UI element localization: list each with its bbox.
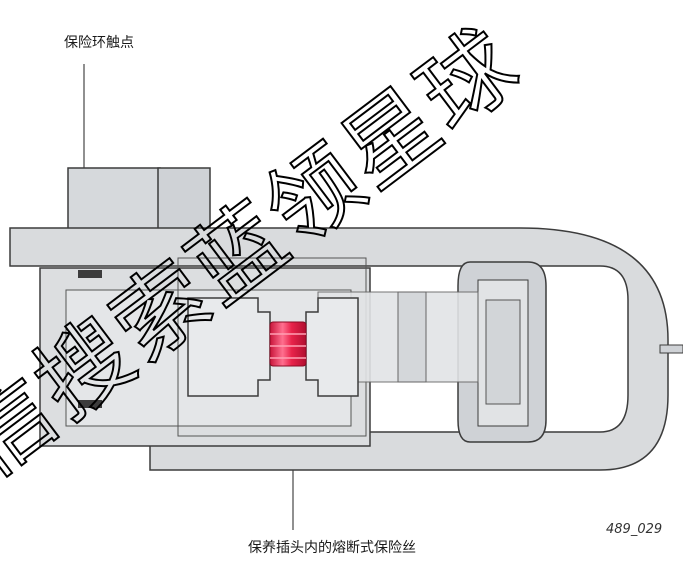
fuse-element [269,321,307,367]
figure-number: 489_029 [606,522,663,537]
label-fuse-in-service-plug: 保养插头内的熔断式保险丝 [248,540,416,556]
safety-ring-contact [67,167,211,231]
fuse-terminals [187,297,359,397]
label-safety-ring-contact: 保险环触点 [64,35,134,51]
plug-handle-loop [9,227,683,471]
